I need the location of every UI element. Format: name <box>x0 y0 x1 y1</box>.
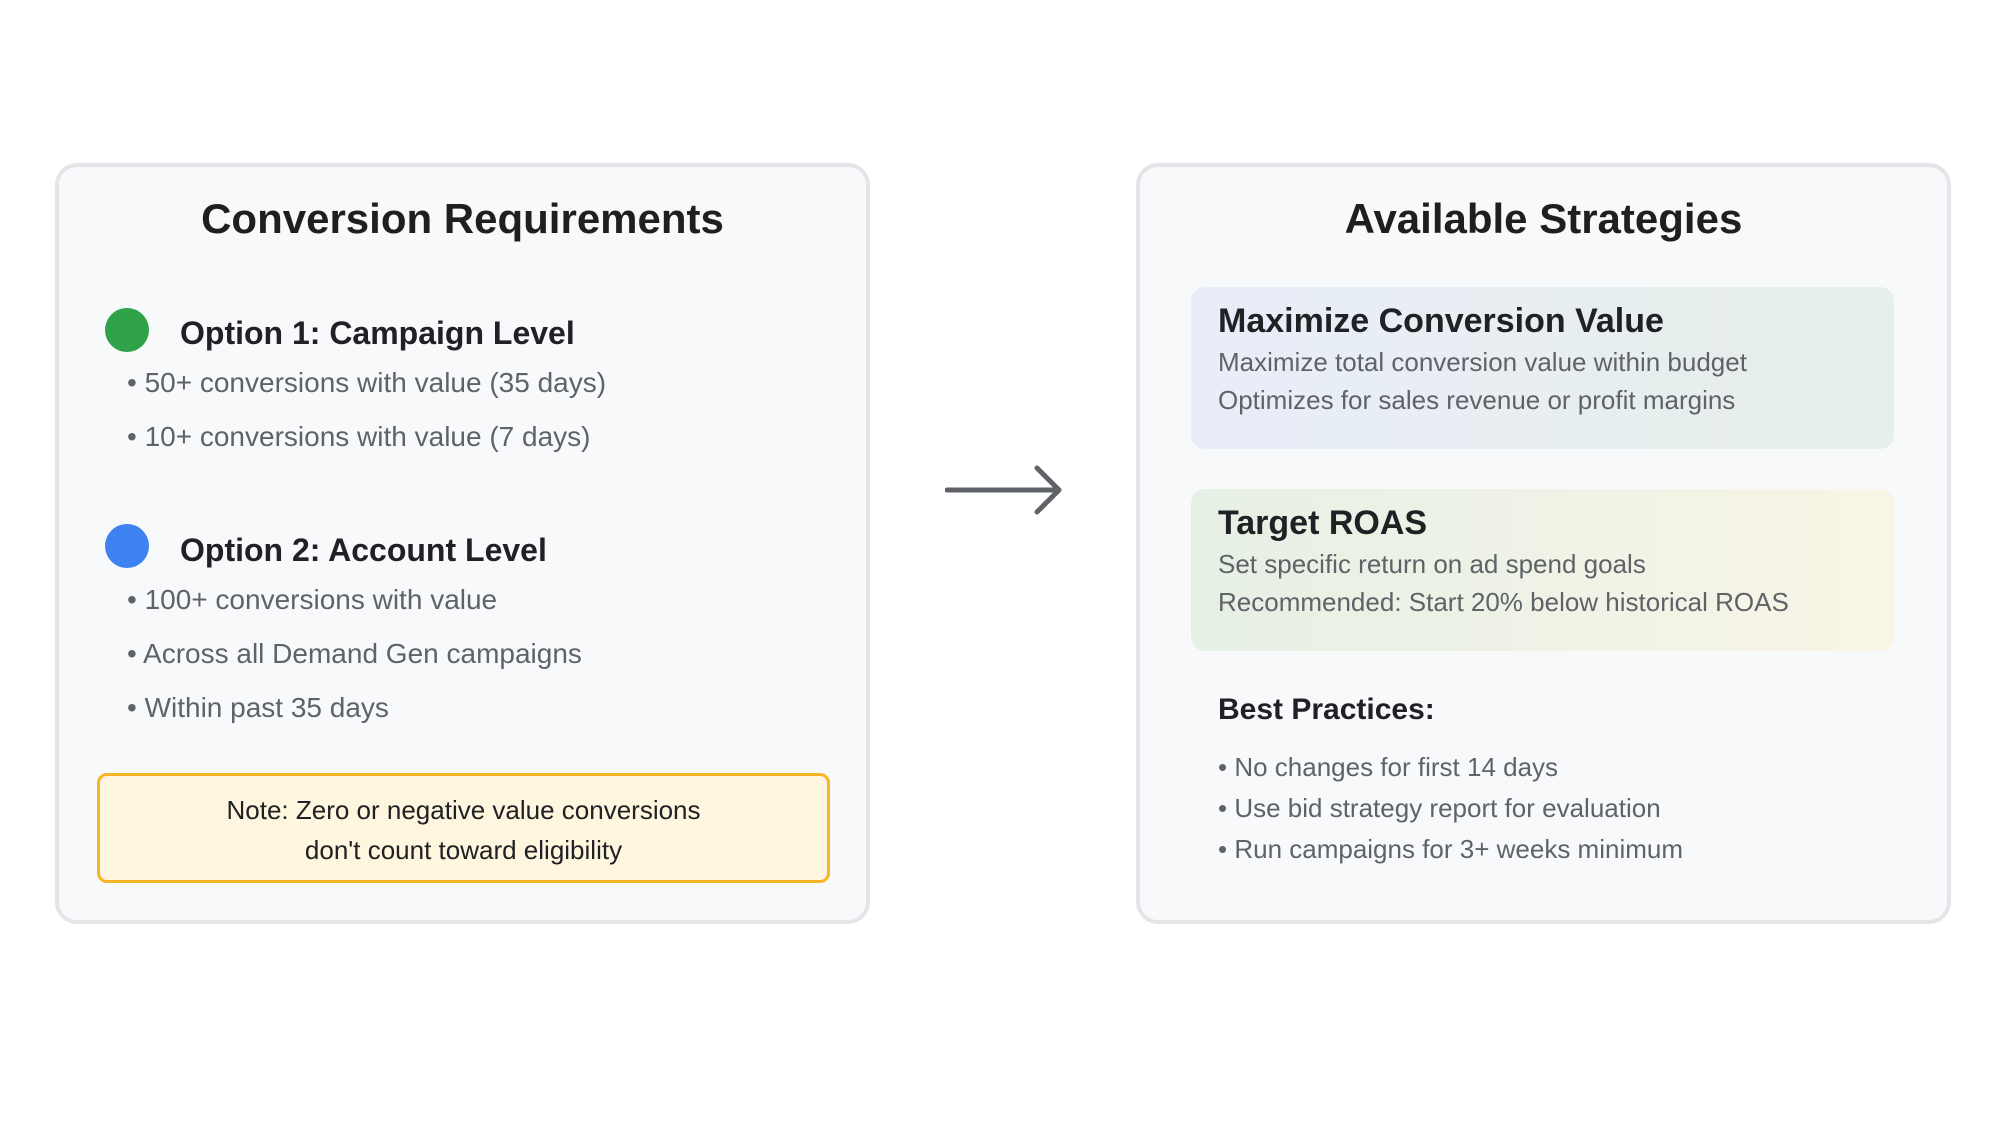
eligibility-note: Note: Zero or negative value conversions… <box>97 773 830 883</box>
note-line: don't count toward eligibility <box>304 835 623 865</box>
strategy-card-target-roas: Target ROAS Set specific return on ad sp… <box>1191 489 1894 651</box>
option-2-bullet: • 100+ conversions with value <box>127 584 498 615</box>
option-2-bullet: • Within past 35 days <box>127 692 389 723</box>
best-practice-item: • No changes for first 14 days <box>1218 752 1559 782</box>
right-arrow-icon <box>945 465 1062 515</box>
conversion-requirements-panel: Conversion Requirements Option 1: Campai… <box>55 163 870 924</box>
option-1-bullet: • 50+ conversions with value (35 days) <box>127 367 607 398</box>
best-practice-item: • Use bid strategy report for evaluation <box>1218 793 1661 823</box>
option-1-dot-icon <box>105 308 149 352</box>
best-practices-title: Best Practices: <box>1218 693 1435 726</box>
strategy-description: Recommended: Start 20% below historical … <box>1218 587 1789 617</box>
strategy-description: Set specific return on ad spend goals <box>1218 549 1646 579</box>
option-1-bullet: • 10+ conversions with value (7 days) <box>127 421 591 452</box>
panel-title: Conversion Requirements <box>201 195 724 242</box>
note-line: Note: Zero or negative value conversions <box>226 795 701 825</box>
strategy-description: Maximize total conversion value within b… <box>1218 347 1747 377</box>
available-strategies-panel: Available Strategies Maximize Conversion… <box>1136 163 1951 924</box>
option-2-bullet: • Across all Demand Gen campaigns <box>127 638 582 669</box>
option-2-dot-icon <box>105 524 149 568</box>
best-practice-item: • Run campaigns for 3+ weeks minimum <box>1218 834 1684 864</box>
strategy-description: Optimizes for sales revenue or profit ma… <box>1218 385 1736 415</box>
option-1-title: Option 1: Campaign Level <box>180 315 575 351</box>
strategy-card-maximize-conversion-value: Maximize Conversion Value Maximize total… <box>1191 287 1894 449</box>
option-2-title: Option 2: Account Level <box>180 532 547 568</box>
panel-title: Available Strategies <box>1344 195 1743 242</box>
strategy-title: Maximize Conversion Value <box>1218 302 1664 340</box>
strategy-title: Target ROAS <box>1218 504 1428 542</box>
